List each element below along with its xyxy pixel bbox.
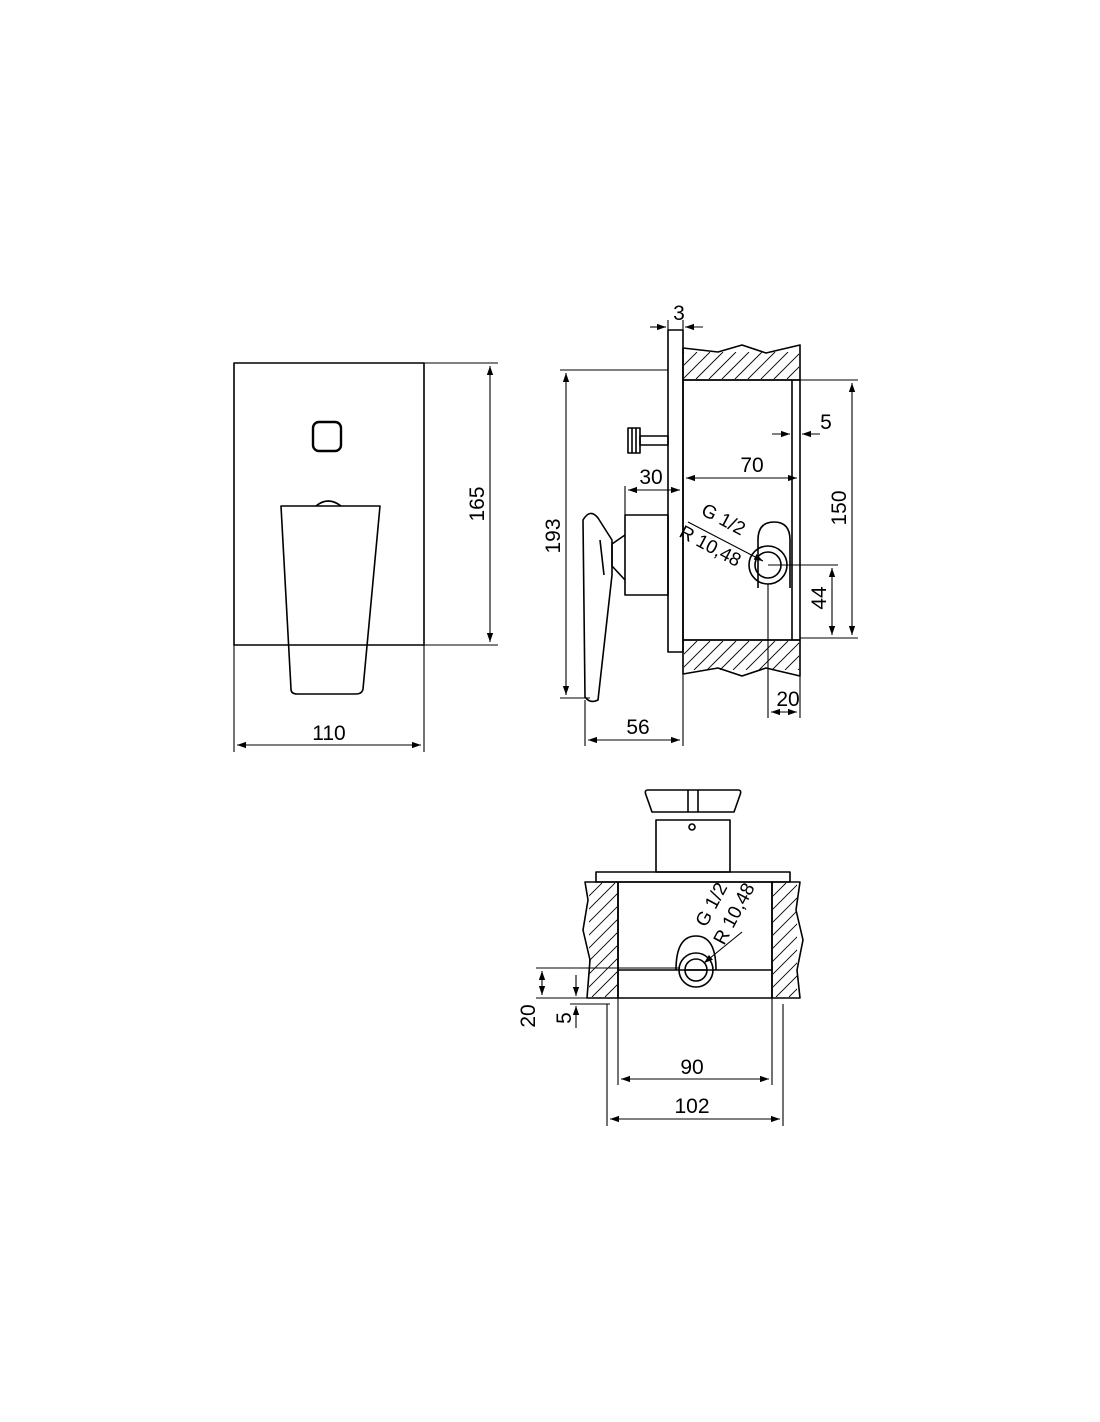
dimension-depth-56: 56: [626, 716, 649, 739]
hatch-line: [771, 642, 799, 670]
hatch-line: [773, 353, 799, 379]
side-cover-plate: [667, 329, 684, 653]
hatch-line: [745, 641, 776, 670]
hatch-line: [800, 352, 827, 379]
outlet-connection: [748, 521, 791, 588]
hatch-line: [773, 962, 797, 988]
side-view: 3 193 56 30 70 5 150 44 20: [542, 302, 858, 746]
side-lever-handle: [582, 512, 669, 703]
hatch-line: [684, 641, 698, 655]
dimension-wall-5: 5: [820, 411, 832, 434]
hatch-line: [867, 883, 981, 997]
hatch-line: [695, 352, 724, 379]
hatch-line: [784, 655, 799, 670]
hatch-line: [906, 883, 1020, 997]
diverter-button-icon: [311, 420, 343, 453]
dimension-total-height-193: 193: [542, 518, 565, 553]
bottom-dimension-102: 102: [674, 1095, 709, 1118]
mixer-box-cavity: [682, 379, 801, 641]
wall-section-top: [682, 344, 840, 381]
bottom-outlet: [675, 935, 717, 988]
hatch-line: [684, 352, 685, 353]
dimension-handle-30: 30: [639, 466, 662, 489]
hatch-line: [815, 883, 929, 997]
bottom-cover-plate: [595, 871, 791, 883]
hatch-line: [684, 352, 711, 379]
hatch-line: [773, 897, 797, 923]
front-cover-plate: [233, 362, 425, 646]
front-lever-handle: [280, 505, 381, 695]
hatch-line: [706, 641, 737, 670]
bottom-dimension-5: 5: [553, 1012, 576, 1024]
hatch-line: [708, 352, 737, 379]
hatch-line: [813, 352, 840, 379]
dimension-height-165: 165: [466, 486, 489, 521]
hatch-line: [824, 641, 853, 670]
bottom-wall-left: [582, 881, 619, 999]
bottom-dimension-90: 90: [680, 1056, 703, 1079]
hatch-line: [828, 883, 942, 997]
dimension-outlet-height-44: 44: [808, 586, 831, 610]
hatch-line: [802, 883, 916, 997]
bottom-mixer-box: [617, 881, 773, 999]
hatch-line: [811, 641, 840, 670]
hatch-line: [788, 988, 797, 997]
diverter-knob: [627, 427, 669, 454]
hatch-line: [880, 883, 994, 997]
dimension-outlet-offset-20: 20: [776, 688, 799, 711]
bottom-dimension-20: 20: [517, 1004, 540, 1027]
hatch-line: [786, 366, 799, 379]
hatch-line: [773, 884, 797, 910]
dimension-box-depth-70: 70: [740, 454, 763, 477]
hatch-line: [893, 883, 1007, 997]
hatch-line: [684, 641, 711, 668]
hatch-line: [841, 883, 955, 997]
hatch-line: [758, 641, 789, 670]
hatch-line: [719, 641, 750, 670]
hatch-line: [693, 641, 724, 670]
hatch-line: [797, 668, 799, 670]
hatch-line: [591, 971, 617, 997]
hatch-line: [589, 958, 617, 988]
wall-section-bottom: [682, 639, 853, 677]
hatch-line: [684, 641, 685, 642]
hatch-line: [773, 949, 797, 975]
bottom-wall-right: [771, 881, 1020, 999]
hatch-line: [721, 352, 750, 379]
bottom-view: G 1/2 R 10,48 20 5 90 102: [517, 789, 1020, 1126]
front-view: 165 110: [233, 362, 498, 752]
hatch-line: [773, 936, 797, 962]
hatch-line: [684, 352, 698, 366]
hatch-line: [775, 975, 797, 997]
hatch-line: [734, 352, 763, 379]
hatch-line: [854, 883, 968, 997]
hatch-line: [589, 883, 590, 884]
hatch-line: [589, 906, 617, 936]
bottom-lever-handle: [644, 789, 742, 873]
hatch-line: [589, 883, 616, 910]
dimension-plate-3: 3: [673, 302, 685, 325]
hatch-line: [773, 923, 797, 949]
hatch-line: [589, 919, 617, 949]
hatch-line: [589, 893, 617, 923]
hatch-line: [732, 641, 763, 670]
hatch-line: [747, 352, 776, 379]
hatch-line: [589, 945, 617, 975]
hatch-line: [760, 352, 789, 379]
dimension-box-height-150: 150: [828, 490, 851, 525]
dimension-width-110: 110: [312, 722, 345, 745]
hatch-line: [589, 932, 617, 962]
